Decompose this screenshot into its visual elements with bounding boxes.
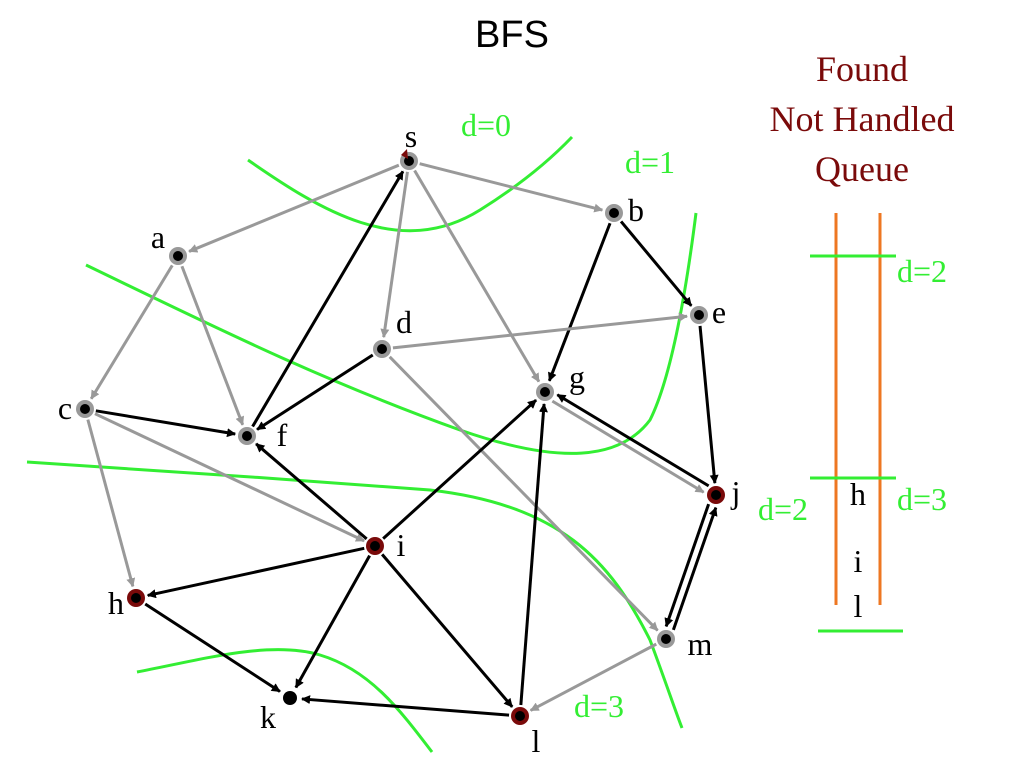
node-label-j: j — [731, 474, 741, 510]
node-dot-j — [711, 490, 721, 500]
edge-b-g — [547, 222, 612, 382]
edge-l-k — [301, 695, 510, 717]
queue-mark-d3-right: d=3 — [897, 481, 947, 517]
node-s: s — [400, 118, 418, 170]
node-b: b — [605, 192, 644, 228]
graph-edges — [86, 162, 719, 717]
edge-i-k — [294, 554, 371, 689]
edge-d-e — [392, 312, 688, 350]
node-g: g — [536, 359, 585, 401]
node-i: i — [366, 527, 406, 563]
node-c: c — [58, 390, 94, 426]
edge-a-f — [180, 265, 245, 426]
node-dot-d — [377, 344, 387, 354]
edge-c-h — [86, 419, 136, 588]
edge-j-g — [556, 393, 710, 488]
level-boundaries — [26, 135, 698, 753]
edge-a-c — [89, 264, 174, 400]
edge-i-h — [146, 546, 365, 599]
edge-s-d — [380, 171, 409, 339]
queue-item: i — [854, 543, 863, 579]
edge-e-j — [698, 325, 719, 484]
node-d: d — [373, 304, 412, 358]
queue-mark-d2-right: d=2 — [897, 253, 947, 289]
node-label-e: e — [712, 294, 726, 330]
node-label-b: b — [628, 192, 644, 228]
queue-legend-line-3: Queue — [815, 149, 909, 189]
node-dot-i — [370, 541, 380, 551]
node-a: a — [151, 219, 187, 265]
edge-i-f — [255, 442, 368, 540]
node-dot-h — [131, 593, 141, 603]
node-label-s: s — [405, 118, 417, 154]
node-dot-m — [661, 634, 671, 644]
node-l: l — [511, 707, 541, 759]
level-label-d3: d=3 — [574, 688, 624, 724]
node-label-h: h — [108, 585, 124, 621]
node-j: j — [707, 474, 740, 510]
diagram-title: BFS — [475, 14, 549, 56]
edge-f-s — [251, 170, 405, 428]
node-h: h — [108, 585, 145, 621]
node-dot-k — [283, 691, 297, 705]
queue-legend-line-2: Not Handled — [769, 99, 955, 139]
queue-legend: Found Not Handled Queue — [742, 44, 982, 194]
edge-s-b — [419, 162, 604, 213]
node-label-c: c — [58, 390, 72, 426]
node-dot-g — [540, 387, 550, 397]
queue-legend-line-1: Found — [815, 49, 909, 89]
edge-h-k — [144, 602, 281, 693]
queue-item: l — [854, 588, 863, 624]
node-label-i: i — [397, 527, 406, 563]
node-dot-f — [242, 431, 252, 441]
node-label-f: f — [277, 417, 288, 453]
node-k: k — [260, 691, 297, 735]
level-label-d0: d=0 — [461, 107, 511, 143]
node-label-m: m — [688, 626, 713, 662]
level-label-d1: d=1 — [625, 144, 675, 180]
level-boundary-d2 — [26, 460, 684, 729]
node-dot-l — [515, 711, 525, 721]
edge-l-g — [519, 403, 548, 706]
node-m: m — [657, 626, 713, 662]
level-labels: d=0 d=1 d=3 — [461, 107, 675, 724]
level-boundary-d0 — [247, 135, 574, 233]
edge-b-e — [619, 220, 693, 307]
edge-s-g — [413, 169, 541, 383]
edge-g-j — [551, 399, 705, 494]
edge-i-g — [382, 398, 538, 540]
edge-d-m — [388, 355, 659, 632]
edge-s-a — [188, 163, 400, 253]
edge-i-l — [380, 553, 514, 708]
node-dot-a — [173, 251, 183, 261]
edge-m-j — [671, 506, 718, 631]
node-f: f — [238, 417, 288, 453]
edge-c-f — [95, 409, 237, 438]
node-label-a: a — [151, 219, 165, 255]
edge-m-l — [529, 642, 657, 712]
node-dot-e — [694, 310, 704, 320]
node-dot-b — [609, 208, 619, 218]
start-marker-icon — [401, 149, 408, 159]
graph-nodes: s a b c d e f g h i j k l m — [58, 118, 741, 759]
edge-j-m — [664, 503, 711, 628]
node-label-k: k — [260, 699, 276, 735]
node-label-d: d — [396, 304, 412, 340]
node-label-g: g — [569, 359, 585, 395]
node-dot-s — [404, 156, 414, 166]
node-dot-c — [80, 404, 90, 414]
edge-c-i — [94, 412, 365, 543]
node-label-l: l — [532, 723, 541, 759]
queue-mark-d2-left: d=2 — [758, 491, 808, 527]
queue-diagram: d=2 d=3 d=2 h i l — [758, 213, 947, 633]
level-boundary-d3 — [136, 648, 434, 753]
queue-item: h — [850, 476, 866, 512]
edge-d-f — [256, 353, 374, 431]
node-e: e — [690, 294, 726, 330]
